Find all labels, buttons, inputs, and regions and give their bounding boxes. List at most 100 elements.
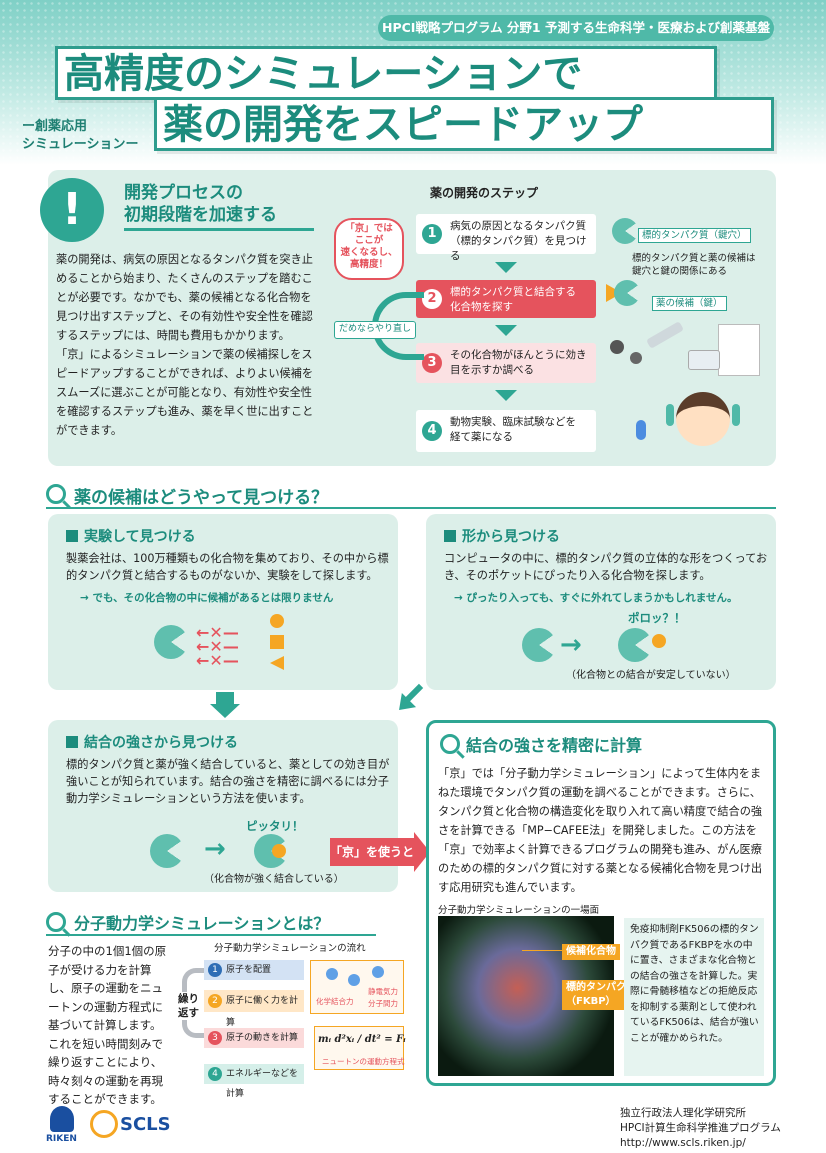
protein-pac-icon	[618, 628, 652, 662]
kei-arrow-label: 「京」を使うと	[330, 838, 414, 866]
strength-title-text: 結合の強さから見つける	[84, 735, 238, 751]
kei-bubble: 「京」では ここが 速くなるし、 高精度！	[334, 218, 404, 280]
side-note-box	[624, 918, 764, 1076]
step-number: 1	[422, 224, 442, 244]
scls-logo-icon	[90, 1110, 118, 1138]
program-badge: HPCI戦略プログラム 分野1 予測する生命科学・医療および創薬基盤	[378, 15, 774, 41]
step-3: 3 その化合物がほんとうに効き 目を示すか調べる	[416, 343, 596, 383]
step-text: その化合物がほんとうに効き 目を示すか調べる	[450, 349, 587, 376]
protein-pac-icon	[150, 834, 184, 868]
page-title-line1: 高精度のシミュレーションで	[55, 46, 717, 100]
section2-heading: 薬の候補はどうやって見つける？	[74, 488, 329, 508]
protein-pac-icon	[154, 625, 188, 659]
patient-hand-icon	[732, 404, 740, 426]
equation-box	[314, 1026, 404, 1070]
org-name-1: 独立行政法人理化学研究所	[620, 1107, 746, 1119]
scls-label: SCLS	[120, 1114, 171, 1135]
protein-pac-icon	[612, 218, 638, 244]
compound-circle-icon	[272, 844, 286, 858]
flow-step-3: 3 原子の動きを計算	[204, 1028, 304, 1048]
protein-pac-icon	[522, 628, 556, 662]
label-key-hole: 標的タンパク質（鍵穴）	[638, 228, 751, 243]
strength-title: 結合の強さから見つける	[66, 732, 238, 752]
leader-line	[522, 950, 562, 951]
shape-caption: （化合物との結合が安定していない）	[566, 670, 736, 681]
capsule-icon	[636, 420, 646, 440]
atom-icon	[326, 968, 338, 980]
flow-step-2: 2 原子に働く力を計算	[204, 990, 304, 1028]
magnifier-icon	[46, 912, 66, 932]
experiment-title: 実験して見つける	[66, 526, 196, 546]
divider	[46, 934, 376, 936]
exclamation-icon: !	[40, 178, 104, 242]
compound-circle-icon	[652, 634, 666, 648]
label-relation: 標的タンパク質と薬の候補は 鍵穴と鍵の関係にある	[632, 253, 756, 277]
redo-label: だめならやり直し	[334, 321, 416, 339]
riken-logo-icon	[50, 1106, 74, 1132]
magnifier-icon	[46, 484, 66, 504]
shape-note: → ぴったり入っても、すぐに外れてしまうかもしれません。	[454, 592, 738, 604]
connector	[216, 692, 234, 706]
atom-icon	[372, 966, 384, 978]
protein-pac-icon	[614, 280, 640, 306]
section1-heading: 開発プロセスの 初期段階を加速する	[124, 182, 314, 231]
flow-step-text: エネルギーなどを計算	[226, 1069, 299, 1099]
step-text: 動物実験、臨床試験などを 経て薬になる	[450, 416, 576, 443]
label-key: 薬の候補（鍵）	[652, 296, 727, 311]
virus-icon	[610, 340, 624, 354]
shape-panel	[426, 514, 776, 690]
flow-step-text: 原子に働く力を計算	[226, 996, 299, 1028]
label-candidate: 候補化合物	[562, 944, 620, 960]
square-bullet-icon	[66, 530, 78, 542]
flow-step-4: 4 エネルギーなどを計算	[204, 1064, 304, 1099]
precise-body: 「京」では「分子動力学シミュレーション」によって生体内をまねた環境でタンパク質の…	[438, 767, 763, 894]
pill-pack-icon	[688, 350, 720, 370]
step-number: 4	[422, 421, 442, 441]
step-number: 3	[422, 353, 442, 373]
shape-body: コンピュータの中に、標的タンパク質の立体的な形をつくっておき、そのポケットにぴっ…	[444, 552, 768, 582]
riken-label: RIKEN	[46, 1134, 77, 1144]
strength-body: 標的タンパク質と薬が強く結合していると、薬としての効き目が強いことが知られていま…	[66, 758, 390, 805]
compound-square-icon	[270, 635, 284, 649]
forces-diagram	[310, 960, 404, 1014]
down-arrow-icon	[495, 325, 517, 336]
step-1: 1 病気の原因となるタンパク質 （標的タンパク質）を見つける	[416, 214, 596, 262]
shape-title: 形から見つける	[444, 526, 560, 546]
scene-caption: 分子動力学シミュレーションの一場面	[438, 905, 600, 916]
document-icon	[718, 324, 760, 376]
experiment-title-text: 実験して見つける	[84, 529, 196, 545]
pop-label: ポロッ？！	[628, 611, 686, 625]
force-label-a: 化学結合力	[316, 997, 354, 1006]
section1-body: 薬の開発は、病気の原因となるタンパク質を突き止めることから始まり、たくさんのステ…	[56, 253, 314, 437]
virus-icon	[630, 352, 642, 364]
equation-caption: ニュートンの運動方程式	[322, 1057, 405, 1066]
flow-step-number: 4	[208, 1067, 222, 1081]
section3-heading: 分子動力学シミュレーションとは？	[74, 914, 330, 933]
equation: mᵢ d²xᵢ / dt² = Fᵢ	[318, 1034, 406, 1045]
flow-step-text: 原子を配置	[226, 965, 272, 975]
flow-step-number: 3	[208, 1031, 222, 1045]
step-4: 4 動物実験、臨床試験などを 経て薬になる	[416, 410, 596, 452]
down-arrow-icon	[495, 262, 517, 273]
force-label-c: 分子間力	[368, 999, 398, 1008]
section3-body: 分子の中の1個1個の原子が受ける力を計算し、原子の運動をニュートンの運動方程式に…	[48, 944, 167, 1106]
down-arrow-icon	[210, 704, 240, 718]
flow-step-1: 1 原子を配置	[204, 960, 304, 980]
page-title-line2: 薬の開発をスピードアップ	[154, 97, 774, 151]
step-2: 2 標的タンパク質と結合する 化合物を探す	[416, 280, 596, 318]
arrow-right-icon: →	[204, 834, 226, 864]
compound-circle-icon	[270, 614, 284, 628]
patient-icon	[676, 392, 730, 446]
square-bullet-icon	[444, 530, 456, 542]
experiment-note: → でも、その化合物の中に候補があるとは限りません	[80, 592, 334, 604]
experiment-body: 製薬会社は、100万種類もの化合物を集めており、その中から標的タンパク質と結合す…	[66, 552, 389, 582]
atom-icon	[348, 974, 360, 986]
force-label-b: 静電気力	[368, 987, 398, 996]
divider	[46, 507, 776, 509]
footer-url[interactable]: http://www.scls.riken.jp/	[620, 1137, 746, 1149]
precise-title: 結合の強さを精密に計算	[466, 736, 643, 755]
flow-step-number: 1	[208, 963, 222, 977]
steps-title: 薬の開発のステップ	[430, 186, 539, 200]
experiment-panel	[48, 514, 398, 690]
step-text: 標的タンパク質と結合する 化合物を探す	[450, 286, 576, 313]
